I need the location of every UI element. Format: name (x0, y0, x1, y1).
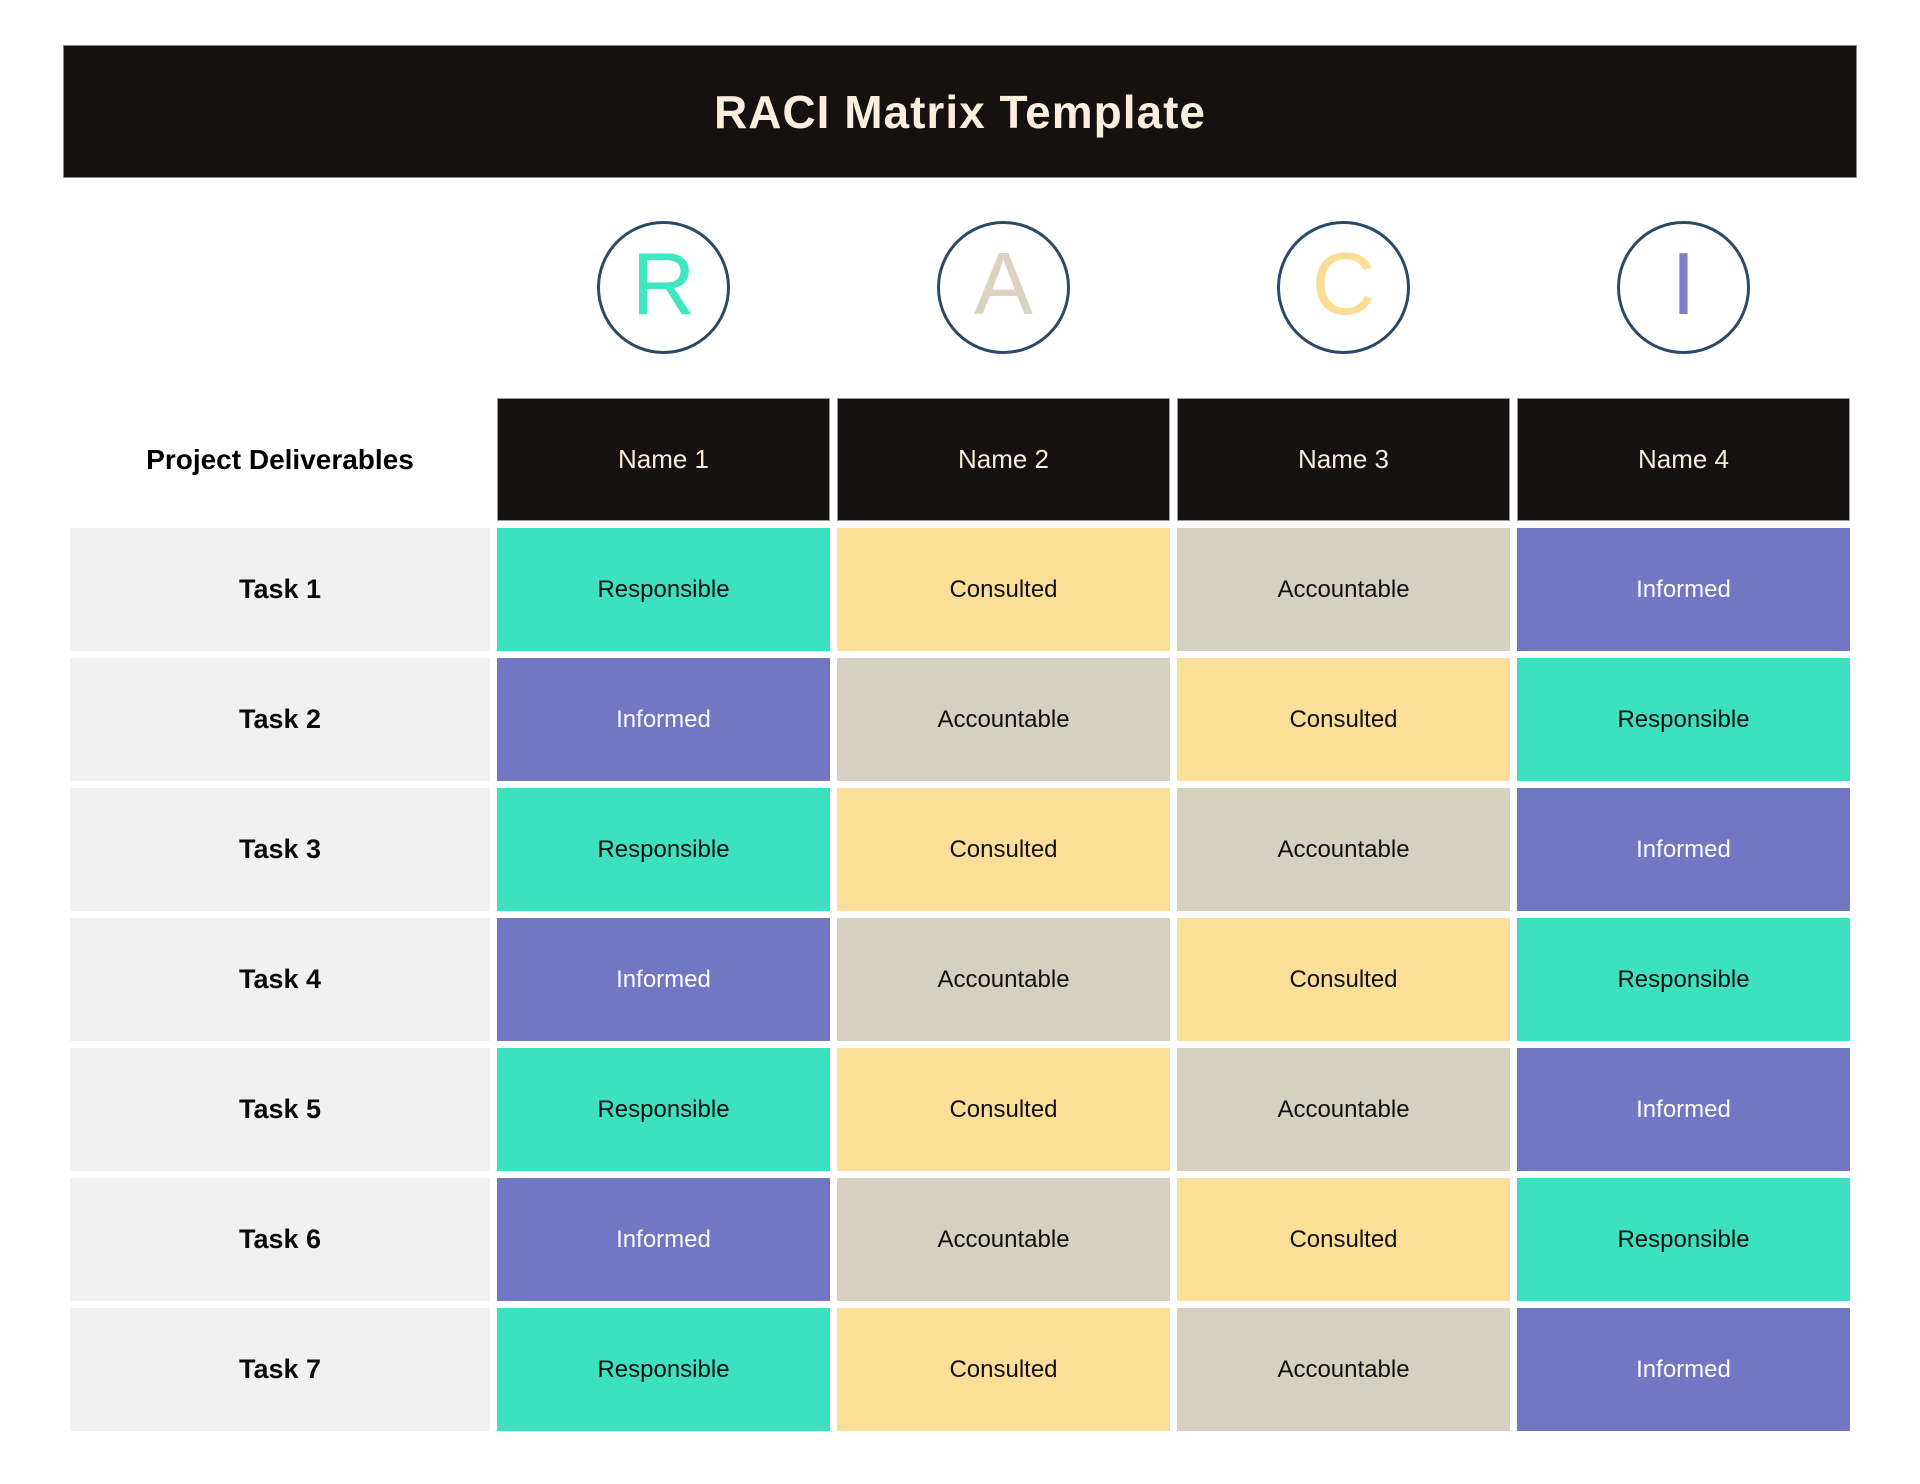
column-header-name-3: Name 3 (1177, 398, 1510, 521)
column-header-name-1: Name 1 (497, 398, 830, 521)
legend-circle-c-icon: C (1277, 221, 1410, 354)
role-cell-consulted: Consulted (1177, 658, 1510, 781)
legend-letter-i: I (1671, 233, 1696, 333)
role-cell-informed: Informed (1517, 788, 1850, 911)
title-bar: RACI Matrix Template (63, 45, 1857, 178)
role-cell-responsible: Responsible (1517, 658, 1850, 781)
legend-cell-i: I (1517, 220, 1850, 355)
legend-circle-r-icon: R (597, 221, 730, 354)
role-cell-responsible: Responsible (1517, 918, 1850, 1041)
role-cell-accountable: Accountable (837, 658, 1170, 781)
column-header-name-4: Name 4 (1517, 398, 1850, 521)
legend-cell-r: R (497, 220, 830, 355)
role-cell-responsible: Responsible (497, 1308, 830, 1431)
role-cell-accountable: Accountable (1177, 528, 1510, 651)
role-cell-responsible: Responsible (1517, 1178, 1850, 1301)
role-cell-consulted: Consulted (1177, 918, 1510, 1041)
legend-circle-i-icon: I (1617, 221, 1750, 354)
page-title: RACI Matrix Template (713, 85, 1207, 138)
legend-letter-r: R (631, 233, 696, 333)
task-label: Task 1 (70, 528, 490, 651)
role-cell-informed: Informed (1517, 1308, 1850, 1431)
role-cell-consulted: Consulted (837, 788, 1170, 911)
task-label: Task 4 (70, 918, 490, 1041)
legend-spacer (70, 220, 490, 355)
role-cell-informed: Informed (497, 658, 830, 781)
role-cell-consulted: Consulted (837, 1308, 1170, 1431)
legend-letter-a: A (974, 233, 1033, 333)
task-label: Task 7 (70, 1308, 490, 1431)
role-cell-responsible: Responsible (497, 788, 830, 911)
legend-cell-c: C (1177, 220, 1510, 355)
role-cell-accountable: Accountable (837, 1178, 1170, 1301)
task-label: Task 2 (70, 658, 490, 781)
legend-letter-c: C (1311, 233, 1376, 333)
column-header-name-2: Name 2 (837, 398, 1170, 521)
task-label: Task 3 (70, 788, 490, 911)
role-cell-informed: Informed (497, 918, 830, 1041)
role-cell-consulted: Consulted (837, 1048, 1170, 1171)
role-cell-accountable: Accountable (1177, 788, 1510, 911)
role-cell-informed: Informed (497, 1178, 830, 1301)
role-cell-accountable: Accountable (837, 918, 1170, 1041)
role-cell-responsible: Responsible (497, 1048, 830, 1171)
legend-circle-a-icon: A (937, 221, 1070, 354)
task-label: Task 5 (70, 1048, 490, 1171)
role-cell-informed: Informed (1517, 528, 1850, 651)
role-cell-responsible: Responsible (497, 528, 830, 651)
task-label: Task 6 (70, 1178, 490, 1301)
role-cell-consulted: Consulted (1177, 1178, 1510, 1301)
corner-header: Project Deliverables (70, 398, 490, 521)
role-cell-accountable: Accountable (1177, 1308, 1510, 1431)
legend-cell-a: A (837, 220, 1170, 355)
role-cell-informed: Informed (1517, 1048, 1850, 1171)
role-cell-consulted: Consulted (837, 528, 1170, 651)
role-cell-accountable: Accountable (1177, 1048, 1510, 1171)
